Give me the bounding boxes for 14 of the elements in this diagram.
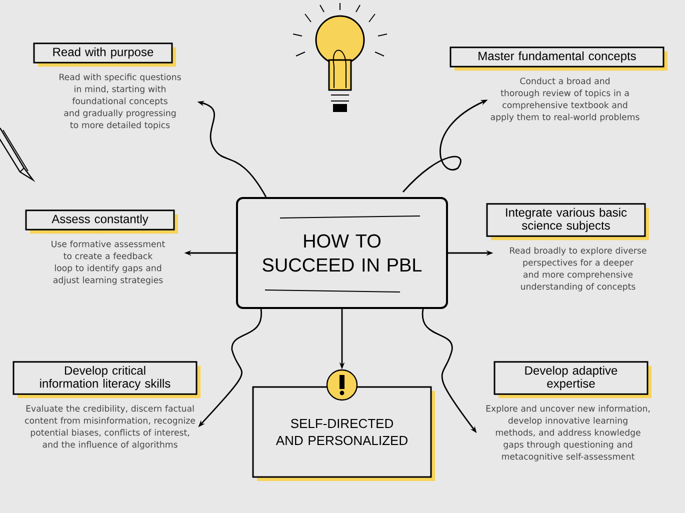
note-box: SELF-DIRECTED AND PERSONALIZED — [252, 386, 435, 481]
heading-box: Read with purpose — [33, 42, 176, 67]
heading-box: Master fundamental concepts — [450, 46, 668, 71]
description-text: Evaluate the credibility, discern factual content from misinformation, recognize potential biases, conflicts of interest, and the influence of algorithms — [25, 405, 195, 450]
heading-box: Develop critical information literacy skills — [12, 361, 200, 398]
heading-box: Integrate various basic science subjects — [486, 203, 649, 240]
description-text: Explore and uncover new information, develop innovative learning methods, and address knowledge gaps through questioning and metacognitive self-assessment — [486, 405, 650, 462]
description-text: Conduct a broad and thorough review of topics in a comprehensive textbook and apply them to real-world problems — [490, 78, 640, 122]
heading-box: Develop adaptive expertise — [494, 361, 652, 398]
title-sign: HOW TO SUCCEED IN PBL — [236, 197, 448, 309]
description-text: Read broadly to explore diverse perspectives for a deeper and more comprehensive understanding of concepts — [510, 247, 646, 292]
heading-box: Assess constantly — [25, 210, 178, 234]
description-text: Read with specific questions in mind, starting with foundational concepts and gradually progressing to more detailed topics — [60, 74, 181, 130]
description-text: Use formative assessment to create a feedback loop to identify gaps and adjust learning strategies — [52, 240, 165, 285]
